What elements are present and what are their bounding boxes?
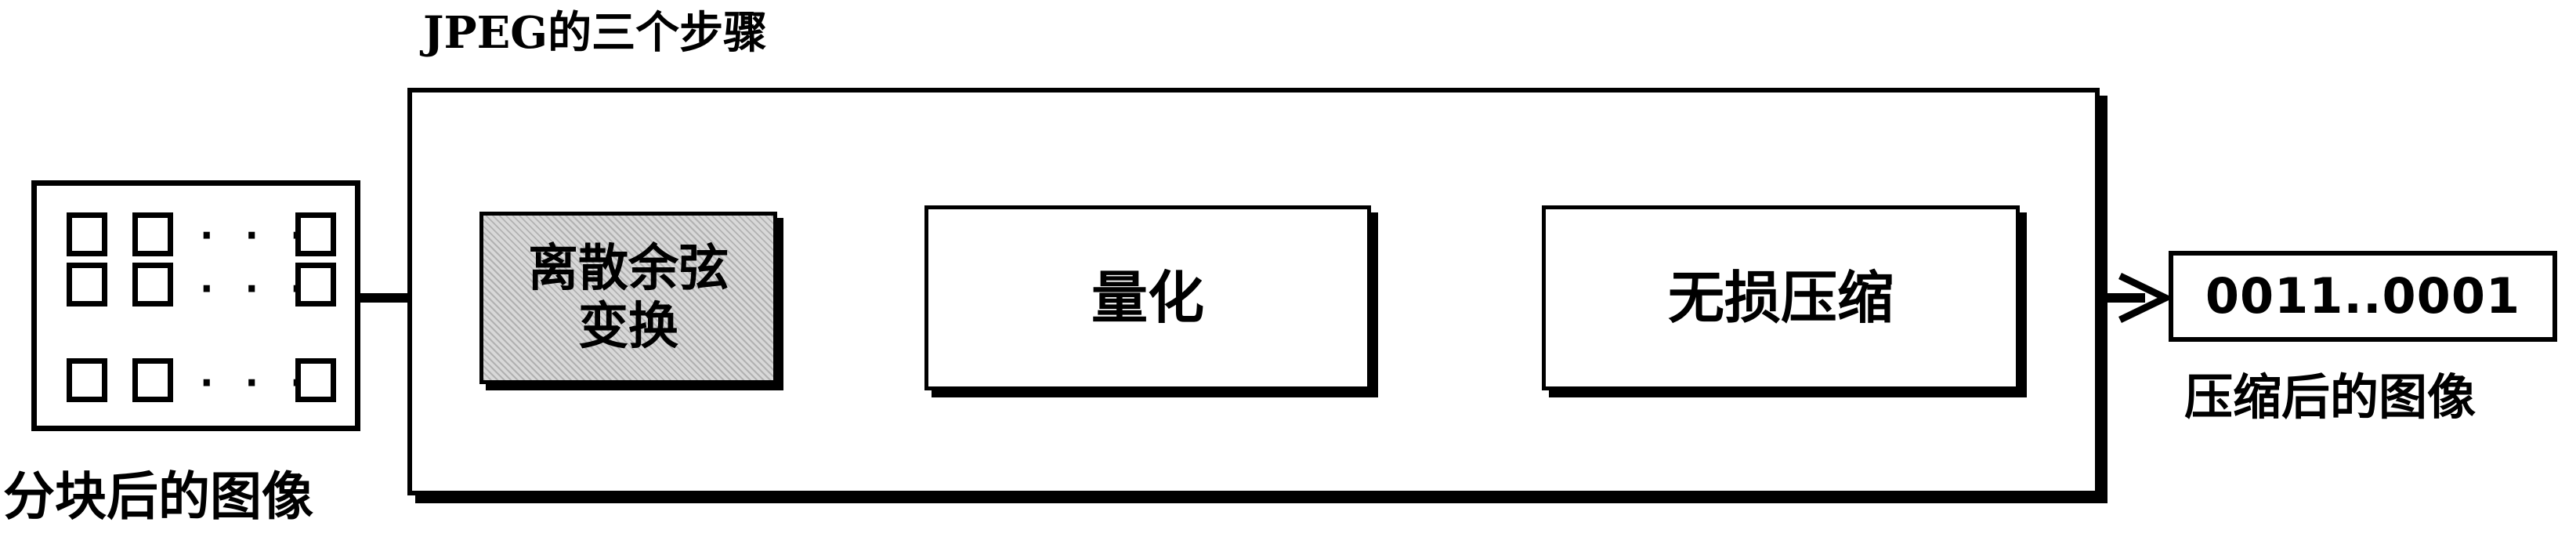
dct-label-line1: 离散余弦 (528, 239, 729, 299)
quantization-step-box: 量化 (924, 205, 1371, 390)
block-cell (132, 212, 173, 256)
compressed-output-box: 0011..0001 (2169, 251, 2557, 342)
dct-label-line2: 变换 (578, 297, 678, 356)
output-label: 压缩后的图像 (2184, 368, 2477, 426)
block-cell (67, 358, 107, 402)
lossless-compression-step-box: 无损压缩 (1542, 205, 2020, 390)
ellipsis-dots: · · · (200, 267, 313, 310)
input-block-image: · · · · · · · · · (31, 180, 360, 431)
compressed-bitstream-text: 0011..0001 (2205, 267, 2521, 325)
lossless-compression-step-label: 无损压缩 (1667, 263, 1894, 331)
diagram-title: JPEG的三个步骤 (423, 7, 768, 59)
block-cell (295, 358, 336, 402)
input-label: 分块后的图像 (3, 466, 313, 527)
ellipsis-dots: · · · (200, 361, 313, 404)
block-cell (132, 358, 173, 402)
dct-step-label: 离散余弦 变换 (483, 216, 773, 380)
block-cell (295, 263, 336, 307)
block-cell (67, 263, 107, 307)
block-cell (295, 212, 336, 256)
block-cell (132, 263, 173, 307)
block-cell (67, 212, 107, 256)
ellipsis-dots: · · · (200, 214, 313, 256)
dct-step-box: 离散余弦 变换 (479, 212, 777, 384)
quantization-step-label: 量化 (1091, 263, 1204, 331)
